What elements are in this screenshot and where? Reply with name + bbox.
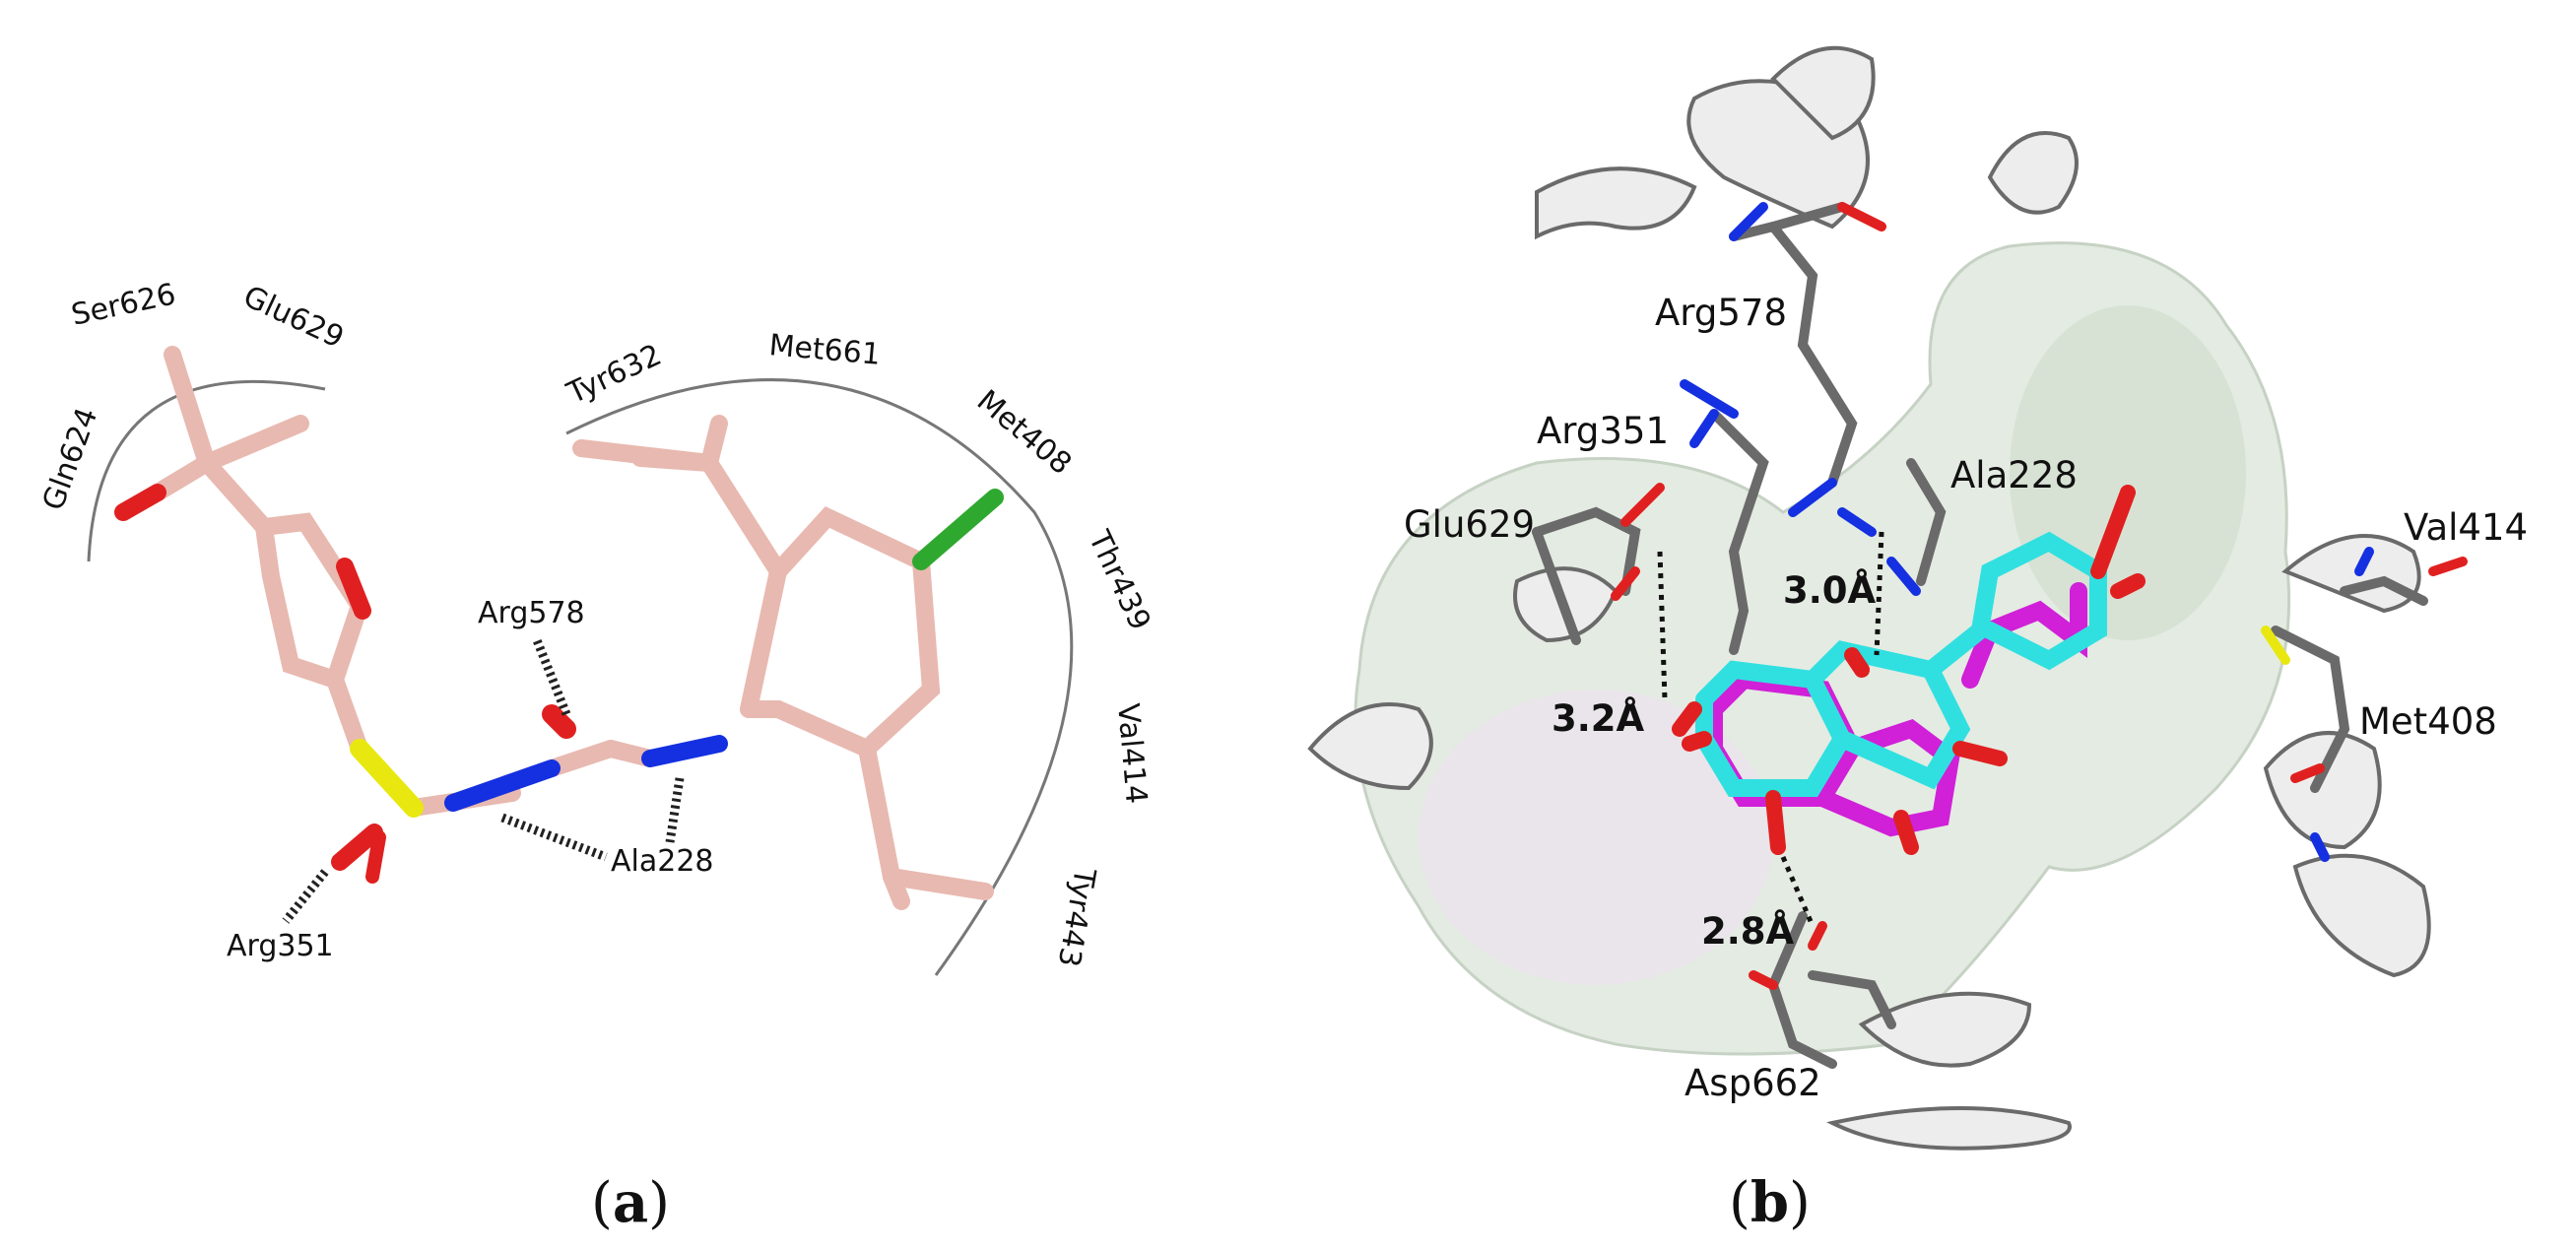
distance-2-8: 2.8Å: [1701, 909, 1795, 953]
hbond-lines-a: [282, 638, 685, 924]
protein-sticks: [1532, 202, 2428, 1069]
oxygen-sulfonyl-2: [365, 830, 386, 884]
caption-b: (b): [1729, 1170, 1811, 1235]
label-arg578-b: Arg578: [1655, 292, 1787, 334]
label-ala228-a: Ala228: [611, 844, 714, 879]
ligand-cyan: [1695, 531, 2107, 797]
ligand-oxygens: [1672, 485, 2146, 855]
label-thr439: Thr439: [1081, 525, 1156, 636]
nitrogen-1: [444, 759, 561, 812]
nitrogen-2: [641, 735, 728, 767]
label-met661: Met661: [767, 328, 882, 372]
label-ala228-b: Ala228: [1950, 454, 2078, 496]
protein-heteroatoms: [1611, 202, 2468, 990]
protein-ribbons: [1307, 45, 2431, 1151]
label-arg351-a: Arg351: [227, 929, 334, 963]
label-glu629-b: Glu629: [1404, 503, 1535, 546]
oxygen-tbu: [114, 484, 166, 521]
label-arg351-b: Arg351: [1537, 410, 1669, 452]
label-arg578-a: Arg578: [478, 596, 585, 630]
chlorine: [912, 489, 1004, 570]
surface-shade: [1419, 690, 1773, 985]
distance-3-0: 3.0Å: [1783, 568, 1877, 612]
oxygen-urea: [542, 704, 576, 739]
label-asp662-b: Asp662: [1684, 1062, 1821, 1104]
label-tyr443: Tyr443: [1051, 865, 1102, 970]
label-glu629: Glu629: [238, 280, 350, 356]
label-ser626: Ser626: [68, 277, 178, 333]
caption-a: (a): [591, 1170, 670, 1235]
distance-3-2: 3.2Å: [1552, 696, 1645, 740]
oxygen-furan: [336, 558, 371, 620]
label-met408: Met408: [970, 383, 1078, 482]
sulfur: [350, 739, 424, 818]
label-val414: Val414: [1110, 702, 1154, 806]
ligand-a: [149, 346, 994, 910]
label-gln624: Gln624: [36, 403, 105, 514]
label-val414-b: Val414: [2404, 506, 2528, 549]
label-met408-b: Met408: [2359, 700, 2497, 743]
panel-a: Gln624 Ser626 Glu629 Tyr632 Met661 Met40…: [36, 277, 1157, 1235]
hbond-lines-b: [1657, 531, 1884, 927]
panel-b: Arg578 Arg351 Glu629 Ala228 Val414 Met40…: [1307, 45, 2528, 1235]
oxygen-sulfonyl: [331, 824, 383, 871]
binding-arc-right: [565, 378, 1074, 976]
binding-arc-left: [87, 379, 326, 562]
